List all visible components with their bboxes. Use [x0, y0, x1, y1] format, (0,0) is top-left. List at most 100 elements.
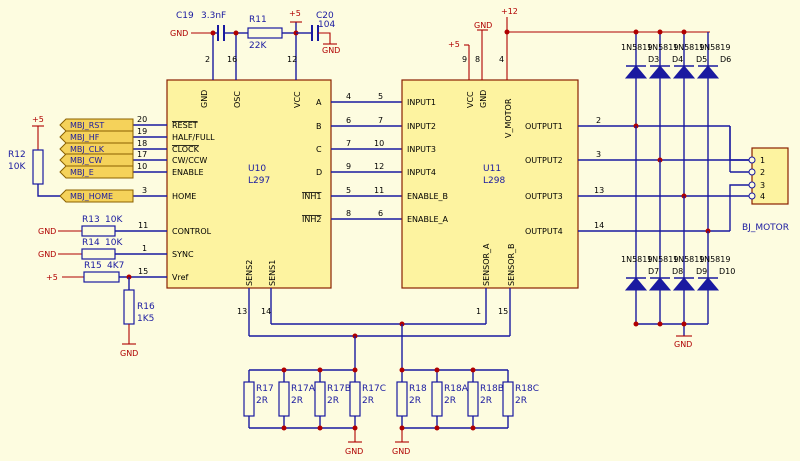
u10-pin-num: 3 — [142, 186, 147, 195]
sense-res-ref: R18B — [480, 384, 504, 394]
wire-number: 12 — [374, 162, 384, 171]
sense-bus — [249, 321, 510, 370]
diode-ref: D3 — [648, 55, 659, 64]
wire-number: 8 — [346, 209, 351, 218]
wire-segment — [59, 165, 134, 179]
gnd-label: GND — [170, 29, 188, 38]
net-label-text: MBJ_E — [70, 168, 94, 177]
wire-segment — [81, 248, 116, 260]
junction-dot — [317, 367, 323, 373]
u10-body — [166, 79, 332, 289]
sense-res-value: 2R — [409, 396, 421, 406]
u11-pin-num: 9 — [462, 55, 467, 64]
wire-segment — [502, 381, 514, 417]
u10-pin-num: 20 — [137, 115, 147, 124]
u10-pin-num: 18 — [137, 139, 147, 148]
u10-pin-name: D — [316, 168, 322, 177]
diode-ref: D7 — [648, 267, 659, 276]
wire-segment — [467, 381, 479, 417]
top-passives: GND C19 3.3nF R11 22K +5 GND C20 104 — [170, 9, 340, 55]
r15-ref: R15 — [84, 261, 102, 271]
junction-dot — [210, 30, 216, 36]
diode-part: 1N5819 — [647, 255, 678, 264]
diode-array-bottom: 1N5819 1N5819 1N5819 1N5819 D7 D8 D9 D10… — [621, 126, 735, 349]
wire-number: 4 — [346, 92, 351, 101]
u11-pin-name: OUTPUT4 — [525, 227, 563, 236]
u10-pin-name: SENS1 — [268, 260, 277, 286]
wire-segment — [672, 277, 696, 291]
wire-number: 6 — [346, 116, 351, 125]
plus5-label: +5 — [289, 9, 301, 18]
wire-segment — [37, 184, 60, 197]
diode-part: 1N5819 — [621, 43, 652, 52]
diode-ref: D6 — [720, 55, 731, 64]
wire-segment — [672, 65, 696, 79]
diode-part: 1N5819 — [673, 255, 704, 264]
diode-ref: D8 — [672, 267, 683, 276]
u11-top-pins: 9 8 4 VCC GND V_MOTOR — [462, 17, 513, 138]
junction-dot — [657, 29, 663, 35]
wire-number: 10 — [374, 139, 384, 148]
wire-number: 3 — [596, 150, 601, 159]
c19-value: 3.3nF — [201, 11, 226, 21]
junction-dot — [681, 29, 687, 35]
gnd-label: GND — [392, 447, 410, 456]
u11-pin-name: GND — [479, 90, 488, 108]
junction-dot — [633, 29, 639, 35]
diode-part: 1N5819 — [647, 43, 678, 52]
net-label-text: MBJ_HOME — [70, 192, 113, 201]
u10-pin-name: A — [316, 98, 322, 107]
connector-ref: BJ_MOTOR — [742, 223, 789, 233]
sense-res-ref: R17A — [291, 384, 316, 394]
u11-part: L298 — [483, 176, 505, 186]
sense-res-value: 2R — [327, 396, 339, 406]
diode-part: 1N5819 — [699, 255, 730, 264]
sense-res-ref: R17B — [327, 384, 351, 394]
u10-pin-name: VCC — [293, 91, 302, 108]
connector-pin: 1 — [760, 156, 765, 165]
u11-pin-num: 15 — [498, 307, 508, 316]
wire-segment — [32, 149, 44, 185]
sense-res-value: 2R — [256, 396, 268, 406]
plus5-label: +5 — [46, 273, 58, 282]
u10-pin-name: RESET — [172, 121, 198, 130]
u11-pin-name: ENABLE_B — [407, 192, 448, 201]
u11-outputs: OUTPUT1 OUTPUT2 OUTPUT3 OUTPUT4 2 3 13 1… — [525, 116, 752, 236]
sense-res-value: 2R — [444, 396, 456, 406]
u10-part: L297 — [248, 176, 270, 186]
gnd-label: GND — [38, 227, 56, 236]
u10-pin-num: 12 — [287, 55, 297, 64]
u10-pin-num: 15 — [138, 267, 148, 276]
wire-number: 9 — [346, 162, 351, 171]
u11-bottom-pins: 1 15 SENSOR_A SENSOR_B — [476, 243, 516, 336]
net-label-text: MBJ_CLK — [70, 145, 105, 154]
junction-dot — [434, 425, 440, 431]
u11-pin-name: SENSOR_A — [482, 243, 491, 286]
gnd-label: GND — [674, 340, 692, 349]
net-label-text: MBJ_HF — [70, 133, 100, 142]
junction-dot — [748, 192, 756, 200]
u10-pin-name: INH2 — [302, 215, 321, 224]
sense-res-ref: R17C — [362, 384, 386, 394]
wire-number: 6 — [378, 209, 383, 218]
diode-part: 1N5819 — [699, 43, 730, 52]
sense-res-value: 2R — [480, 396, 492, 406]
wire-number: 7 — [346, 139, 351, 148]
u11-pin-num: 1 — [476, 307, 481, 316]
wire-segment — [729, 126, 752, 161]
wire-segment — [349, 381, 361, 417]
u11-pin-name: OUTPUT3 — [525, 192, 563, 201]
wire-segment — [314, 381, 326, 417]
wire-segment — [729, 184, 752, 196]
connector-pin: 4 — [760, 192, 765, 201]
junction-dot — [504, 29, 510, 35]
wire-segment — [81, 225, 116, 237]
wire-number: 5 — [346, 186, 351, 195]
r16-ref: R16 — [137, 302, 155, 312]
net-label-text: MBJ_RST — [70, 121, 104, 130]
junction-dot — [470, 425, 476, 431]
u10-pin-name: SENS2 — [245, 260, 254, 286]
sense-res-ref: R18 — [409, 384, 427, 394]
u10-pin-num: 2 — [205, 55, 210, 64]
u11-pin-num: 8 — [475, 55, 480, 64]
